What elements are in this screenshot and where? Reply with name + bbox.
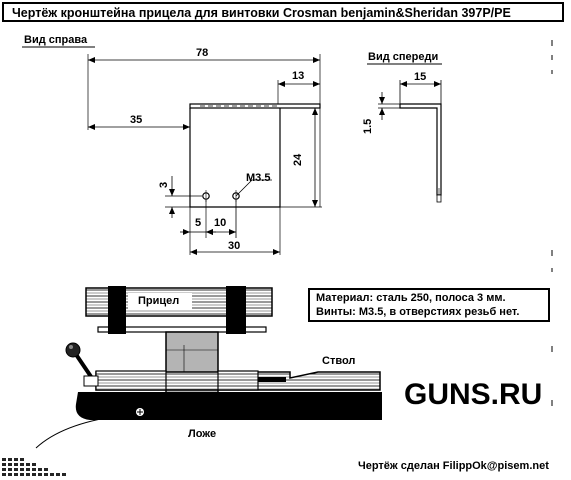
dimension-10: 10 [214,217,227,229]
extension-lines [87,54,322,255]
dimension-13: 13 [292,70,305,82]
view-right-label: Вид справа [24,34,88,46]
scope-ring-rear [226,286,246,334]
dimension-35: 35 [130,114,143,126]
front-dimension-lines [378,80,442,120]
title-frame: Чертёж кронштейна прицела для винтовки C… [2,2,564,22]
note-screws: Винты: М3.5, в отверстиях резьб нет. [316,306,520,318]
dimension-30: 30 [228,240,241,252]
barrel-label: Ствол [322,355,356,367]
bolt-knob [65,342,81,358]
bracket-front-view [399,103,442,203]
dimension-3: 3 [158,181,170,188]
dimension-78: 78 [196,47,209,59]
stock-label: Ложе [188,428,217,440]
stock [75,392,383,420]
scope-ring-front [108,286,126,334]
dimension-1-5: 1.5 [362,118,374,134]
view-front-label: Вид спереди [368,51,439,63]
drawing-title: Чертёж кронштейна прицела для винтовки C… [12,6,511,20]
dimension-5: 5 [195,217,202,229]
assembly-illustration [2,40,553,476]
dimension-24: 24 [292,153,304,166]
dimension-15: 15 [414,71,427,83]
corner-pattern [2,458,66,476]
bracket-right-view [189,103,321,208]
scope-label: Прицел [138,295,180,307]
author-credit: Чертёж сделан FilippOk@pisem.net [358,460,549,472]
note-material: Материал: сталь 250, полоса 3 мм. [316,292,506,304]
thread-callout: M3.5 [246,172,271,184]
dimension-lines [88,57,320,255]
material-note: Материал: сталь 250, полоса 3 мм. Винты:… [308,288,550,322]
brand-logo-text: GUNS.RU [404,378,543,411]
